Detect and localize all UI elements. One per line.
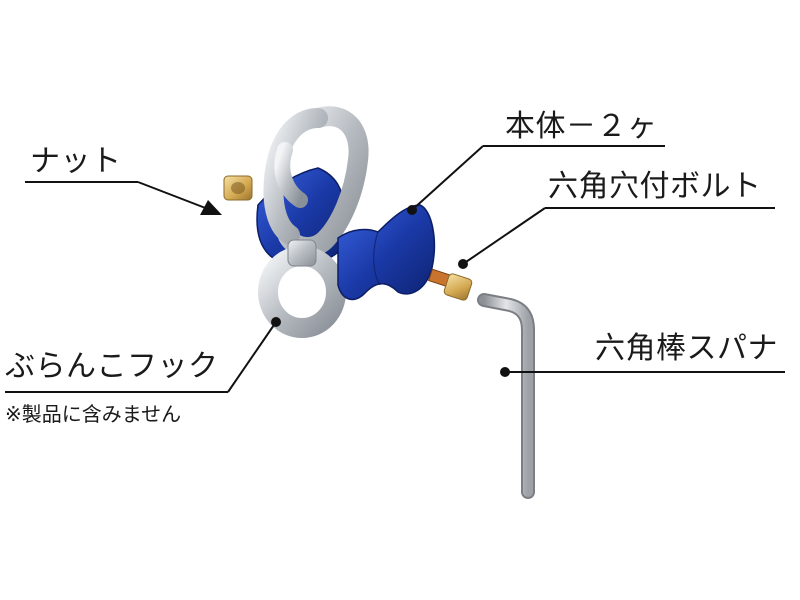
hook-leader-dot [271,317,281,327]
wrench-leader-dot [500,367,510,377]
nut-label: ナット [30,144,122,179]
bolt-leader [462,207,546,265]
bolt-part [428,268,473,301]
hook-label: ぶらんこフック [5,349,219,384]
wrench-label: 六角棒スパナ [595,331,778,366]
bolt-label: 六角穴付ボルト [548,169,762,204]
wrench-part [477,293,535,499]
nut-leader [137,181,209,210]
body-right-part [337,204,436,301]
hook-part [258,106,369,338]
body-label: 本体－２ヶ [505,109,658,144]
nut-arrowhead [200,200,222,215]
body-leader [411,145,484,211]
not-included-note: ※製品に含みません [5,402,182,426]
nut-part [223,175,253,201]
bolt-leader-dot [458,259,468,269]
hook-leader [227,321,277,393]
body-leader-dot [407,205,417,215]
